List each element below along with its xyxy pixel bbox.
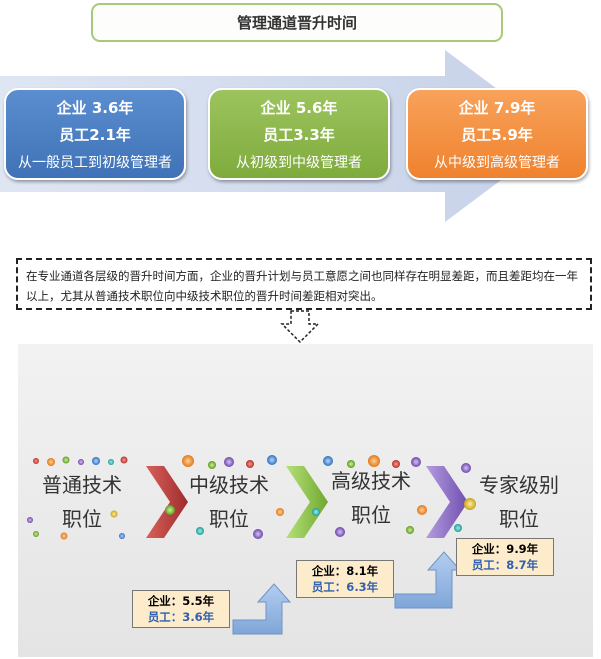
- stage-line-2: 职位: [499, 507, 539, 531]
- note-box: 在专业通道各层级的晋升时间方面，企业的晋升计划与员工意愿之间也同样存在明显差距，…: [16, 258, 592, 310]
- stage-card-middle: 企业 5.6年 员工3.3年 从初级到中级管理者: [208, 88, 390, 180]
- promotion-time-badge-1: 企业：5.5年 员工：3.6年: [132, 590, 230, 628]
- stage-line-1: 专家级别: [479, 473, 559, 497]
- card-company-years: 企业 7.9年: [458, 98, 536, 117]
- card-company-years: 企业 5.6年: [260, 98, 338, 117]
- card-company-years: 企业 3.6年: [56, 98, 134, 117]
- badge-employee: 员工：6.3年: [311, 580, 379, 594]
- stage-line-1: 高级技术: [331, 469, 411, 493]
- chevron-purple-icon: [426, 466, 468, 538]
- beads-stage-3: [312, 455, 427, 537]
- beads-stage-2: [165, 455, 284, 539]
- stage-line-2: 职位: [351, 503, 391, 527]
- promotion-time-badge-3: 企业：9.9年 员工：8.7年: [456, 538, 554, 576]
- stage-line-2: 职位: [209, 507, 249, 531]
- technical-track-panel: 普通技术 职位 中级技术 职位 高级技术 职位 专家级别 职位 企业：5.5年 …: [18, 344, 593, 657]
- badge-company: 企业：9.9年: [471, 542, 539, 556]
- badge-employee: 员工：8.7年: [471, 558, 539, 572]
- badge-company: 企业：5.5年: [147, 594, 215, 608]
- stage-line-2: 职位: [62, 507, 102, 531]
- stage-line-1: 普通技术: [42, 473, 122, 497]
- stage-general-technical: 普通技术 职位: [24, 468, 140, 536]
- stage-line-1: 中级技术: [189, 473, 269, 497]
- card-stage-label: 从中级到高级管理者: [434, 154, 560, 171]
- page-title: 管理通道晋升时间: [91, 3, 503, 42]
- badge-employee: 员工：3.6年: [147, 610, 215, 624]
- badge-company: 企业：8.1年: [311, 564, 379, 578]
- step-arrow-2: [394, 551, 462, 609]
- chevron-red-icon: [146, 466, 188, 538]
- card-stage-label: 从初级到中级管理者: [236, 154, 362, 171]
- card-employee-years: 员工3.3年: [263, 126, 335, 144]
- card-stage-label: 从一般员工到初级管理者: [18, 154, 172, 171]
- card-employee-years: 员工2.1年: [59, 126, 131, 144]
- down-arrow-icon: [280, 310, 320, 344]
- stage-middle-technical: 中级技术 职位: [176, 468, 282, 536]
- stage-expert: 专家级别 职位: [464, 468, 574, 536]
- beads-stage-1: [27, 456, 128, 540]
- step-arrow-1: [232, 583, 292, 635]
- promotion-time-badge-2: 企业：8.1年 员工：6.3年: [296, 560, 394, 598]
- chevron-green-icon: [286, 466, 328, 538]
- card-employee-years: 员工5.9年: [461, 126, 533, 144]
- beads-stage-4: [454, 463, 476, 532]
- note-text: 在专业通道各层级的晋升时间方面，企业的晋升计划与员工意愿之间也同样存在明显差距，…: [26, 269, 578, 303]
- stage-card-senior: 企业 7.9年 员工5.9年 从中级到高级管理者: [406, 88, 588, 180]
- stage-card-junior: 企业 3.6年 员工2.1年 从一般员工到初级管理者: [4, 88, 186, 180]
- stage-senior-technical: 高级技术 职位: [318, 464, 424, 532]
- track-graphics: [27, 455, 476, 635]
